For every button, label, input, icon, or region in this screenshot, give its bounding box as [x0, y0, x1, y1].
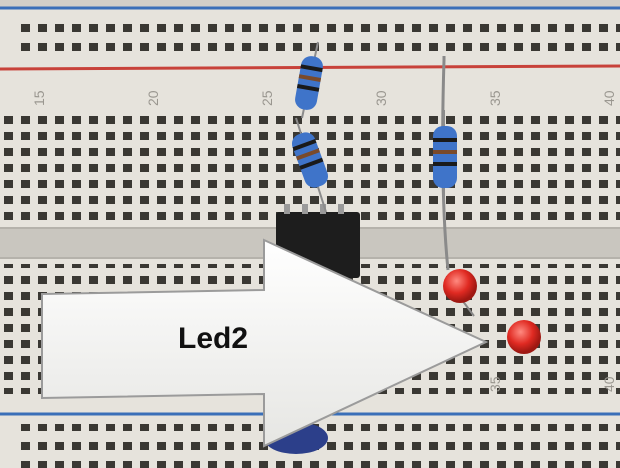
- column-numbers-top: 15 20 25 30 35 40: [31, 90, 617, 106]
- resistor: [291, 117, 329, 213]
- column-number: 35: [487, 90, 503, 106]
- column-number: 20: [145, 90, 161, 106]
- arrow-label: Led2: [178, 322, 249, 355]
- led: [507, 320, 541, 354]
- column-numbers-bottom: 35 40: [487, 376, 617, 392]
- callout-arrow: [41, 238, 489, 448]
- resistor: [433, 110, 457, 210]
- column-number: 35: [487, 376, 503, 392]
- column-number: 40: [601, 90, 617, 106]
- column-number: 15: [31, 90, 47, 106]
- column-number: 40: [601, 376, 617, 392]
- top-power-rail: [0, 0, 620, 71]
- resistor: [295, 41, 323, 119]
- led: [443, 269, 477, 317]
- column-number: 30: [373, 90, 389, 106]
- column-number: 25: [259, 90, 275, 106]
